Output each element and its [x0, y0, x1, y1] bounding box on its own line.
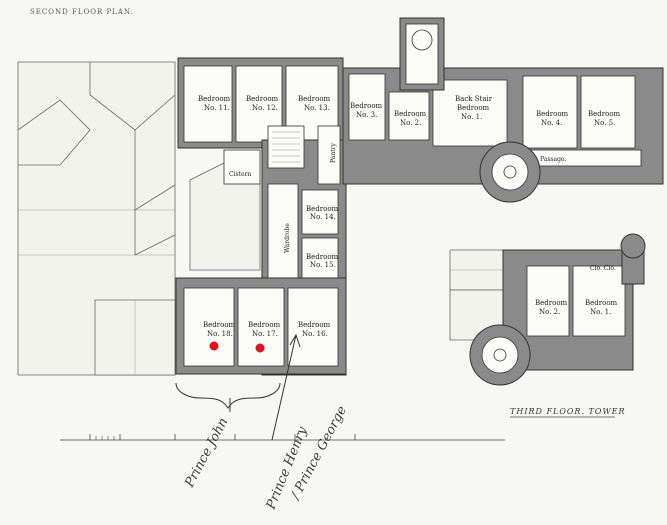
bedroom-5-label: Bedroom	[588, 110, 621, 118]
arrow-to-bedroom-16	[271, 334, 297, 441]
south-wing	[175, 277, 347, 375]
cistern-room	[223, 149, 261, 185]
wardrobe-label: Wardrobe	[284, 223, 291, 253]
back-stair-bedroom-number: No. 1.	[461, 113, 482, 121]
bedroom-17-label: Bedroom	[248, 321, 281, 329]
bedroom-3-number: No. 3.	[356, 111, 377, 119]
red-marker-bedroom-18	[209, 341, 219, 351]
bedroom-12-label: Bedroom	[246, 95, 279, 103]
stair-well	[267, 125, 305, 169]
bedroom-15-label: Bedroom	[306, 253, 339, 261]
second-floor-title: SECOND FLOOR PLAN.	[30, 8, 134, 16]
brace-rooms-17-18	[175, 382, 281, 409]
back-stair-bedroom-1	[432, 79, 508, 147]
scale-bar	[60, 434, 505, 441]
pantry-label: Pantry	[330, 143, 337, 163]
bedroom-2-number: No. 2.	[400, 119, 421, 127]
bedroom-3	[348, 73, 386, 141]
bedroom-16-label: Bedroom	[298, 321, 331, 329]
bedroom-17-number: No. 17.	[252, 330, 278, 338]
bedroom-15-number: No. 15.	[310, 261, 336, 269]
bedroom-4-number: No. 4.	[541, 119, 562, 127]
bedroom-13-label: Bedroom	[298, 95, 331, 103]
back-stair-bedroom-label: Bedroom	[457, 104, 490, 112]
bedroom-11	[183, 65, 233, 143]
bedroom-14	[301, 189, 339, 235]
tower-bedroom-1	[572, 265, 626, 337]
bedroom-2-label: Bedroom	[394, 110, 427, 118]
annotation-prince-john: Prince John	[182, 415, 232, 490]
tower-bedroom-2-label: Bedroom	[535, 299, 568, 307]
bedroom-18-number: No. 18.	[207, 330, 233, 338]
bedroom-14-label: Bedroom	[306, 205, 339, 213]
east-wing	[342, 17, 664, 203]
tower-bedroom-1-number: No. 1.	[590, 308, 611, 316]
bedroom-13-number: No. 13.	[304, 104, 330, 112]
bedroom-5	[580, 75, 636, 149]
bedroom-3-label: Bedroom	[350, 102, 383, 110]
pantry-room	[317, 125, 341, 185]
bedroom-11-label: Bedroom	[198, 95, 231, 103]
bedroom-18-label: Bedroom	[203, 321, 236, 329]
closet-label: Clo. Clo.	[590, 265, 616, 272]
bedroom-16-number: No. 16.	[302, 330, 328, 338]
roof-outline	[17, 61, 261, 376]
bedroom-14-number: No. 14.	[310, 213, 336, 221]
upper-wing	[177, 57, 344, 149]
back-stair-label: Back Stair	[455, 95, 493, 103]
tower-bedroom-1-label: Bedroom	[585, 299, 618, 307]
third-floor-title: THIRD FLOOR. TOWER	[510, 407, 626, 416]
bedroom-16	[287, 287, 339, 367]
bedroom-11-number: No. 11.	[204, 104, 230, 112]
wardrobe-room	[267, 183, 299, 283]
third-floor-tower	[449, 233, 646, 386]
bedroom-17	[237, 287, 285, 367]
bedroom-4	[522, 75, 578, 149]
bedroom-4-label: Bedroom	[536, 110, 569, 118]
bedroom-2	[388, 91, 430, 141]
bedroom-5-number: No. 5.	[594, 119, 615, 127]
cistern-label: Cistern	[229, 171, 251, 178]
bedroom-12-number: No. 12.	[252, 104, 278, 112]
tower-bedroom-2	[526, 265, 570, 337]
bedroom-18	[183, 287, 235, 367]
passage-label: Passage.	[540, 156, 566, 163]
red-marker-bedroom-17	[255, 343, 265, 353]
tower-bedroom-2-number: No. 2.	[539, 308, 560, 316]
